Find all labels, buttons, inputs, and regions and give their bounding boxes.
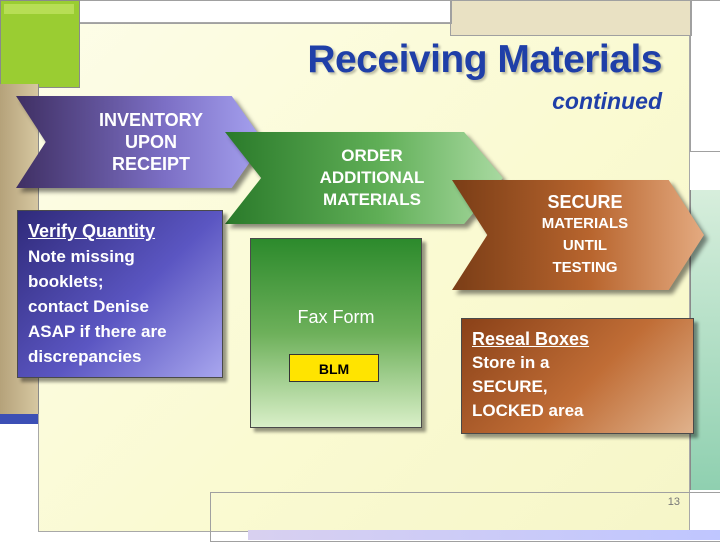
chevron-text-line: MATERIALS xyxy=(323,190,421,209)
decorative-tan-block xyxy=(450,0,692,36)
chevron-text-line: ADDITIONAL xyxy=(319,168,425,187)
chevron-text-line: TESTING xyxy=(552,259,618,276)
chevron-text-line: MATERIALS xyxy=(541,215,629,232)
box-text-line: Note missing xyxy=(28,247,135,266)
slide-title: Receiving Materials xyxy=(307,38,662,81)
chevron-text-line: UPON xyxy=(124,132,177,152)
box-text-line: SECURE, xyxy=(472,377,548,396)
decorative-frame-right xyxy=(690,0,720,152)
blm-tag: BLM xyxy=(289,354,379,382)
reseal-boxes-box: Reseal Boxes Store in a SECURE, LOCKED a… xyxy=(461,318,694,434)
chevron-order-additional-materials: ORDER ADDITIONAL MATERIALS xyxy=(225,132,503,224)
chevron-text-line: SECURE xyxy=(547,192,623,212)
box-text-line: booklets; xyxy=(28,272,104,291)
decorative-lime-block xyxy=(0,0,80,88)
chevron-text-line: INVENTORY xyxy=(98,110,204,130)
page-number: 13 xyxy=(667,496,680,508)
fax-form-label: Fax Form xyxy=(297,307,375,327)
slide-subtitle: continued xyxy=(552,88,662,114)
box-text-line: contact Denise xyxy=(28,297,149,316)
box-text-line: LOCKED area xyxy=(472,401,584,420)
decorative-frame-top xyxy=(78,0,452,24)
box-text-line: discrepancies xyxy=(28,347,142,366)
chevron-text-line: RECEIPT xyxy=(111,154,190,174)
decorative-blue-band xyxy=(0,414,38,424)
chevron-text-line: ORDER xyxy=(341,146,403,165)
decorative-bottom-strip xyxy=(248,530,720,540)
chevron-secure-materials: SECURE MATERIALS UNTIL TESTING xyxy=(452,180,704,290)
box-text-line: Store in a xyxy=(472,353,550,372)
verify-quantity-box: Verify Quantity Note missing booklets; c… xyxy=(17,210,223,378)
decorative-lime-highlight xyxy=(4,4,74,14)
box-heading: Verify Quantity xyxy=(28,221,156,241)
chevron-text-line: UNTIL xyxy=(562,237,608,254)
chevron-inventory-upon-receipt: INVENTORY UPON RECEIPT xyxy=(16,96,264,188)
box-text-line: ASAP if there are xyxy=(28,322,167,341)
box-heading: Reseal Boxes xyxy=(472,329,590,349)
fax-form-box: Fax Form BLM xyxy=(250,238,422,428)
